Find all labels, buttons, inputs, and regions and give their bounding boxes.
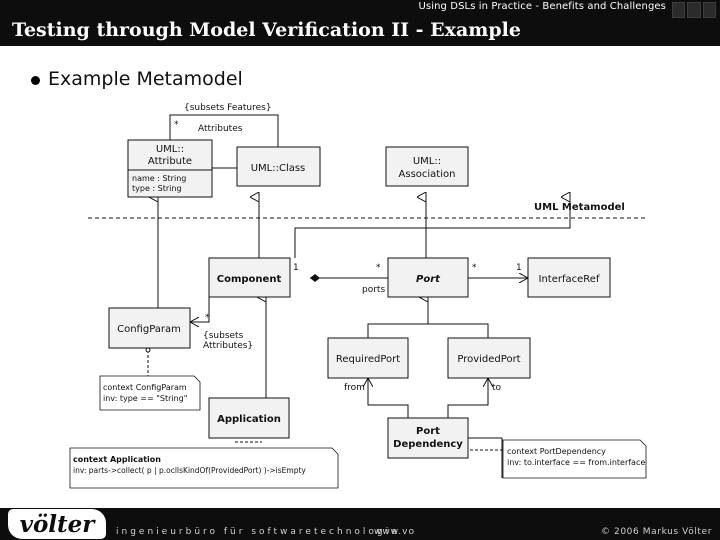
from-label: from (344, 383, 365, 393)
bullet-text: Example Metamodel (48, 68, 243, 90)
class-port-name: Port (416, 274, 441, 285)
note-config-param (99, 375, 201, 411)
voelter-logo: völter (8, 509, 106, 539)
class-uml-attribute (127, 139, 213, 198)
footer-url[interactable]: www.vo (374, 527, 415, 537)
class-config-param-name: ConfigParam (117, 324, 181, 335)
class-required-port-name: RequiredPort (336, 354, 400, 365)
class-uml-association-name: UML:: (413, 156, 441, 167)
port-dependency-to (447, 378, 488, 418)
port-interfaceref-star: * (472, 263, 477, 273)
subsets-attributes-label-2: Attributes} (203, 341, 253, 351)
attributes-star: * (174, 120, 179, 130)
class-port-dependency (387, 417, 469, 459)
note-config-param-line-2: inv: type == "String" (103, 394, 187, 403)
class-uml-class (236, 146, 321, 187)
class-port-dependency-name: Port (416, 426, 440, 437)
class-uml-attribute-name: UML:: (156, 144, 184, 155)
class-port (387, 257, 469, 298)
class-application-name: Application (217, 414, 281, 425)
note-application-line-2: inv: parts->collect( p | p.oclIsKindOf(P… (73, 466, 306, 475)
bullet-icon (31, 76, 40, 85)
class-port-dependency-name-2: Dependency (393, 439, 463, 450)
class-required-port (327, 337, 409, 379)
note-application (69, 447, 339, 489)
footer-copyright: © 2006 Markus Völter (600, 527, 712, 537)
configparam-star: * (205, 313, 210, 323)
class-uml-association-name-2: Association (399, 169, 456, 180)
component-configparam-association (190, 297, 210, 322)
class-provided-port (447, 337, 531, 379)
footer-bar (0, 508, 720, 540)
note-port-dependency (502, 439, 647, 479)
port-dependency-from (368, 378, 409, 418)
interfaceref-generalization (294, 197, 571, 258)
component-port-one: 1 (293, 263, 299, 273)
required-port-generalization (367, 297, 429, 338)
note-port-dependency-line-2: inv: to.interface == from.interface (507, 458, 645, 467)
class-provided-port-name: ProvidedPort (457, 354, 520, 365)
header-bar (0, 0, 720, 46)
metamodel-boundary-label: UML Metamodel (534, 202, 625, 213)
class-uml-attribute-attr-2: type : String (132, 184, 182, 193)
class-uml-association (385, 146, 469, 187)
component-port-star: * (376, 263, 381, 273)
class-component (208, 257, 291, 298)
subsets-features-label: {subsets Features} (184, 103, 272, 113)
note-config-param-line-1: context ConfigParam (103, 383, 187, 392)
corner-logo-icon (672, 2, 716, 18)
note-port-dependency-line-1: context PortDependency (507, 447, 606, 456)
class-uml-attribute-attr-1: name : String (132, 174, 186, 183)
slide-title: Testing through Model Verification II - … (12, 19, 521, 41)
class-interface-ref (527, 257, 611, 298)
to-label: to (492, 383, 502, 393)
note-application-line-1: context Application (73, 455, 161, 464)
port-interfaceref-one: 1 (516, 263, 522, 273)
subsets-attributes-label-1: {subsets (203, 331, 244, 341)
class-interface-ref-name: InterfaceRef (539, 274, 600, 285)
subsets-features-association (169, 114, 279, 147)
presentation-subtitle: Using DSLs in Practice - Benefits and Ch… (418, 1, 666, 12)
attributes-label: Attributes (198, 124, 243, 134)
class-uml-attribute-name-2: Attribute (148, 156, 192, 167)
ports-label: ports (362, 285, 385, 295)
footer-tagline: ingenieurbüro für softwaretechnologie (116, 527, 400, 537)
class-config-param (108, 307, 191, 349)
class-component-name: Component (217, 274, 282, 285)
class-uml-class-name: UML::Class (251, 163, 306, 174)
provided-port-generalization (428, 323, 489, 338)
class-application (208, 397, 290, 439)
